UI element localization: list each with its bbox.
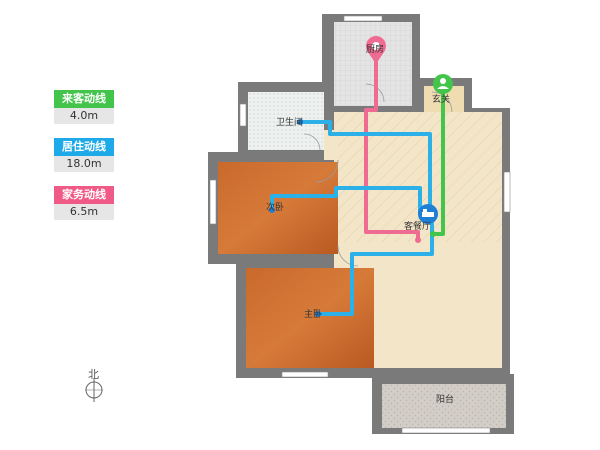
- legend-living-route: 居住动线 18.0m: [54, 138, 114, 172]
- compass: 北: [82, 366, 106, 402]
- kitchen-label: 厨房: [366, 43, 384, 55]
- windows: [209, 15, 511, 434]
- legend-housework-value: 6.5m: [54, 204, 114, 220]
- master-bedroom-route-dot: [315, 311, 321, 317]
- legend-guest-route: 来客动线 4.0m: [54, 90, 114, 124]
- bathroom-route-dot: [297, 119, 303, 125]
- second-bedroom-route-dot: [269, 207, 275, 213]
- kitchen-marker-icon: [366, 36, 387, 64]
- second-bedroom-label: 次卧: [266, 201, 284, 213]
- bathroom-label: 卫生间: [276, 116, 303, 128]
- living-room-marker-icon: [418, 204, 438, 224]
- guest-route: [431, 84, 445, 236]
- legend-housework-title: 家务动线: [54, 186, 114, 204]
- legend-guest-title: 来客动线: [54, 90, 114, 108]
- master-bedroom-label: 主卧: [304, 308, 322, 320]
- living-room-route-dot: [415, 237, 421, 243]
- entrance-label: 玄关: [432, 93, 450, 105]
- living-routes: [270, 120, 434, 316]
- balcony-floor: [382, 384, 506, 428]
- entrance-marker-icon: [433, 74, 453, 94]
- guest-route-end-dot: [430, 231, 436, 237]
- legend-living-value: 18.0m: [54, 156, 114, 172]
- balcony-label: 阳台: [436, 393, 454, 405]
- legend-living-title: 居住动线: [54, 138, 114, 156]
- doors: [303, 83, 453, 267]
- second-bedroom-floor: [218, 162, 338, 254]
- legend-housework-route: 家务动线 6.5m: [54, 186, 114, 220]
- compass-north-label: 北: [88, 368, 99, 381]
- compass-icon: [85, 378, 103, 402]
- legend-guest-value: 4.0m: [54, 108, 114, 124]
- kitchen-floor: [334, 22, 412, 106]
- living-dining-label: 客餐厅: [404, 220, 431, 232]
- housework-route: [364, 58, 420, 242]
